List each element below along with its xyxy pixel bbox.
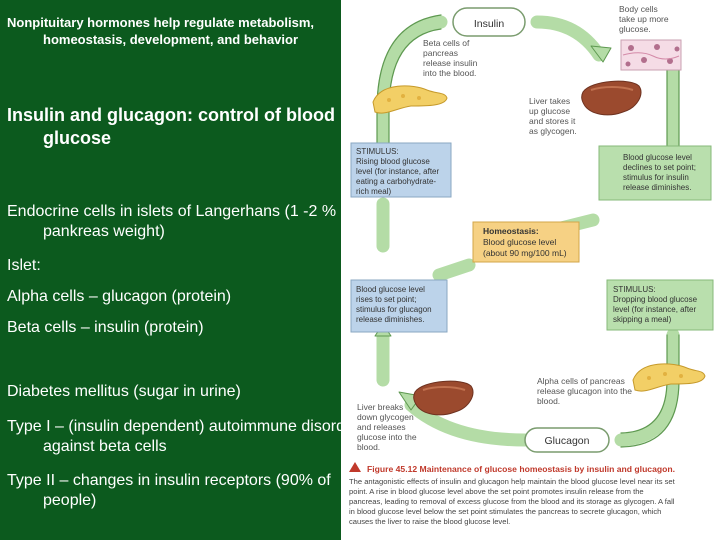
slide-subtitle: Nonpituitary hormones help regulate meta… <box>7 15 314 47</box>
glucagon-pill <box>524 427 610 453</box>
stimulus-dropping-text: STIMULUS: Dropping blood glucose level (… <box>613 285 699 324</box>
bullet-alpha-cells: Alpha cells – glucagon (protein) <box>7 288 232 305</box>
arrow-insulin-to-body-cells <box>530 15 606 62</box>
homeostasis-text: Homeostasis: Blood glucose level (about … <box>483 226 567 258</box>
glucose-declines-text: Blood glucose level declines to set poin… <box>623 153 698 192</box>
bullet-type-1: Type I – (insulin dependent) autoimmune … <box>7 418 360 455</box>
glucagon-label: Glucagon <box>545 435 590 447</box>
liver-takes-label: Liver takes up glucose and stores it as … <box>529 96 578 136</box>
homeostasis-box <box>472 221 580 263</box>
insulin-label: Insulin <box>474 18 505 30</box>
liver-breaks-label: Liver breaks down glycogen and releases … <box>357 402 419 452</box>
pancreas-icon-2 <box>632 363 706 392</box>
stimulus-dropping-box <box>606 279 714 331</box>
bullet-diabetes: Diabetes mellitus (sugar in urine) <box>7 383 241 400</box>
figure-panel: Insulin Glucagon Beta cells of pancreas … <box>341 0 720 540</box>
figure-caption-title: Figure 45.12 Maintenance of glucose home… <box>367 464 675 474</box>
figure-caption-body: The antagonistic effects of insulin and … <box>349 477 677 526</box>
bullet-endocrine: Endocrine cells in islets of Langerhans … <box>7 203 354 240</box>
arrow-homeostasis-to-rises <box>432 258 476 282</box>
beta-cells-label: Beta cells of pancreas release insulin i… <box>423 38 480 78</box>
glucose-declines-box <box>598 145 712 201</box>
text-panel: Nonpituitary hormones help regulate meta… <box>0 0 359 540</box>
liver-icon <box>581 80 642 116</box>
insulin-pill <box>452 7 526 37</box>
pancreas-icon <box>372 85 448 114</box>
body-cells-label: Body cells take up more glucose. <box>619 4 671 34</box>
slide-heading: Insulin and glucagon: control of blood g… <box>7 105 335 148</box>
arrow-glucagon-to-liver <box>404 398 532 447</box>
alpha-cells-label: Alpha cells of pancreas release glucagon… <box>537 376 634 406</box>
stimulus-rising-text: STIMULUS: Rising blood glucose level (fo… <box>356 147 441 196</box>
bullet-islet: Islet: <box>7 257 41 274</box>
bullet-type-2: Type II – changes in insulin receptors (… <box>7 472 331 509</box>
body-cells-icon <box>620 39 682 71</box>
glucose-rises-text: Blood glucose level rises to set point; … <box>356 285 434 324</box>
liver-icon-2 <box>413 380 474 416</box>
stimulus-rising-box <box>350 142 452 198</box>
glucose-rises-box <box>350 279 448 333</box>
caption-triangle-icon <box>349 462 361 472</box>
glucose-homeostasis-figure: Insulin Glucagon Beta cells of pancreas … <box>349 4 714 526</box>
bullet-beta-cells: Beta cells – insulin (protein) <box>7 319 204 336</box>
